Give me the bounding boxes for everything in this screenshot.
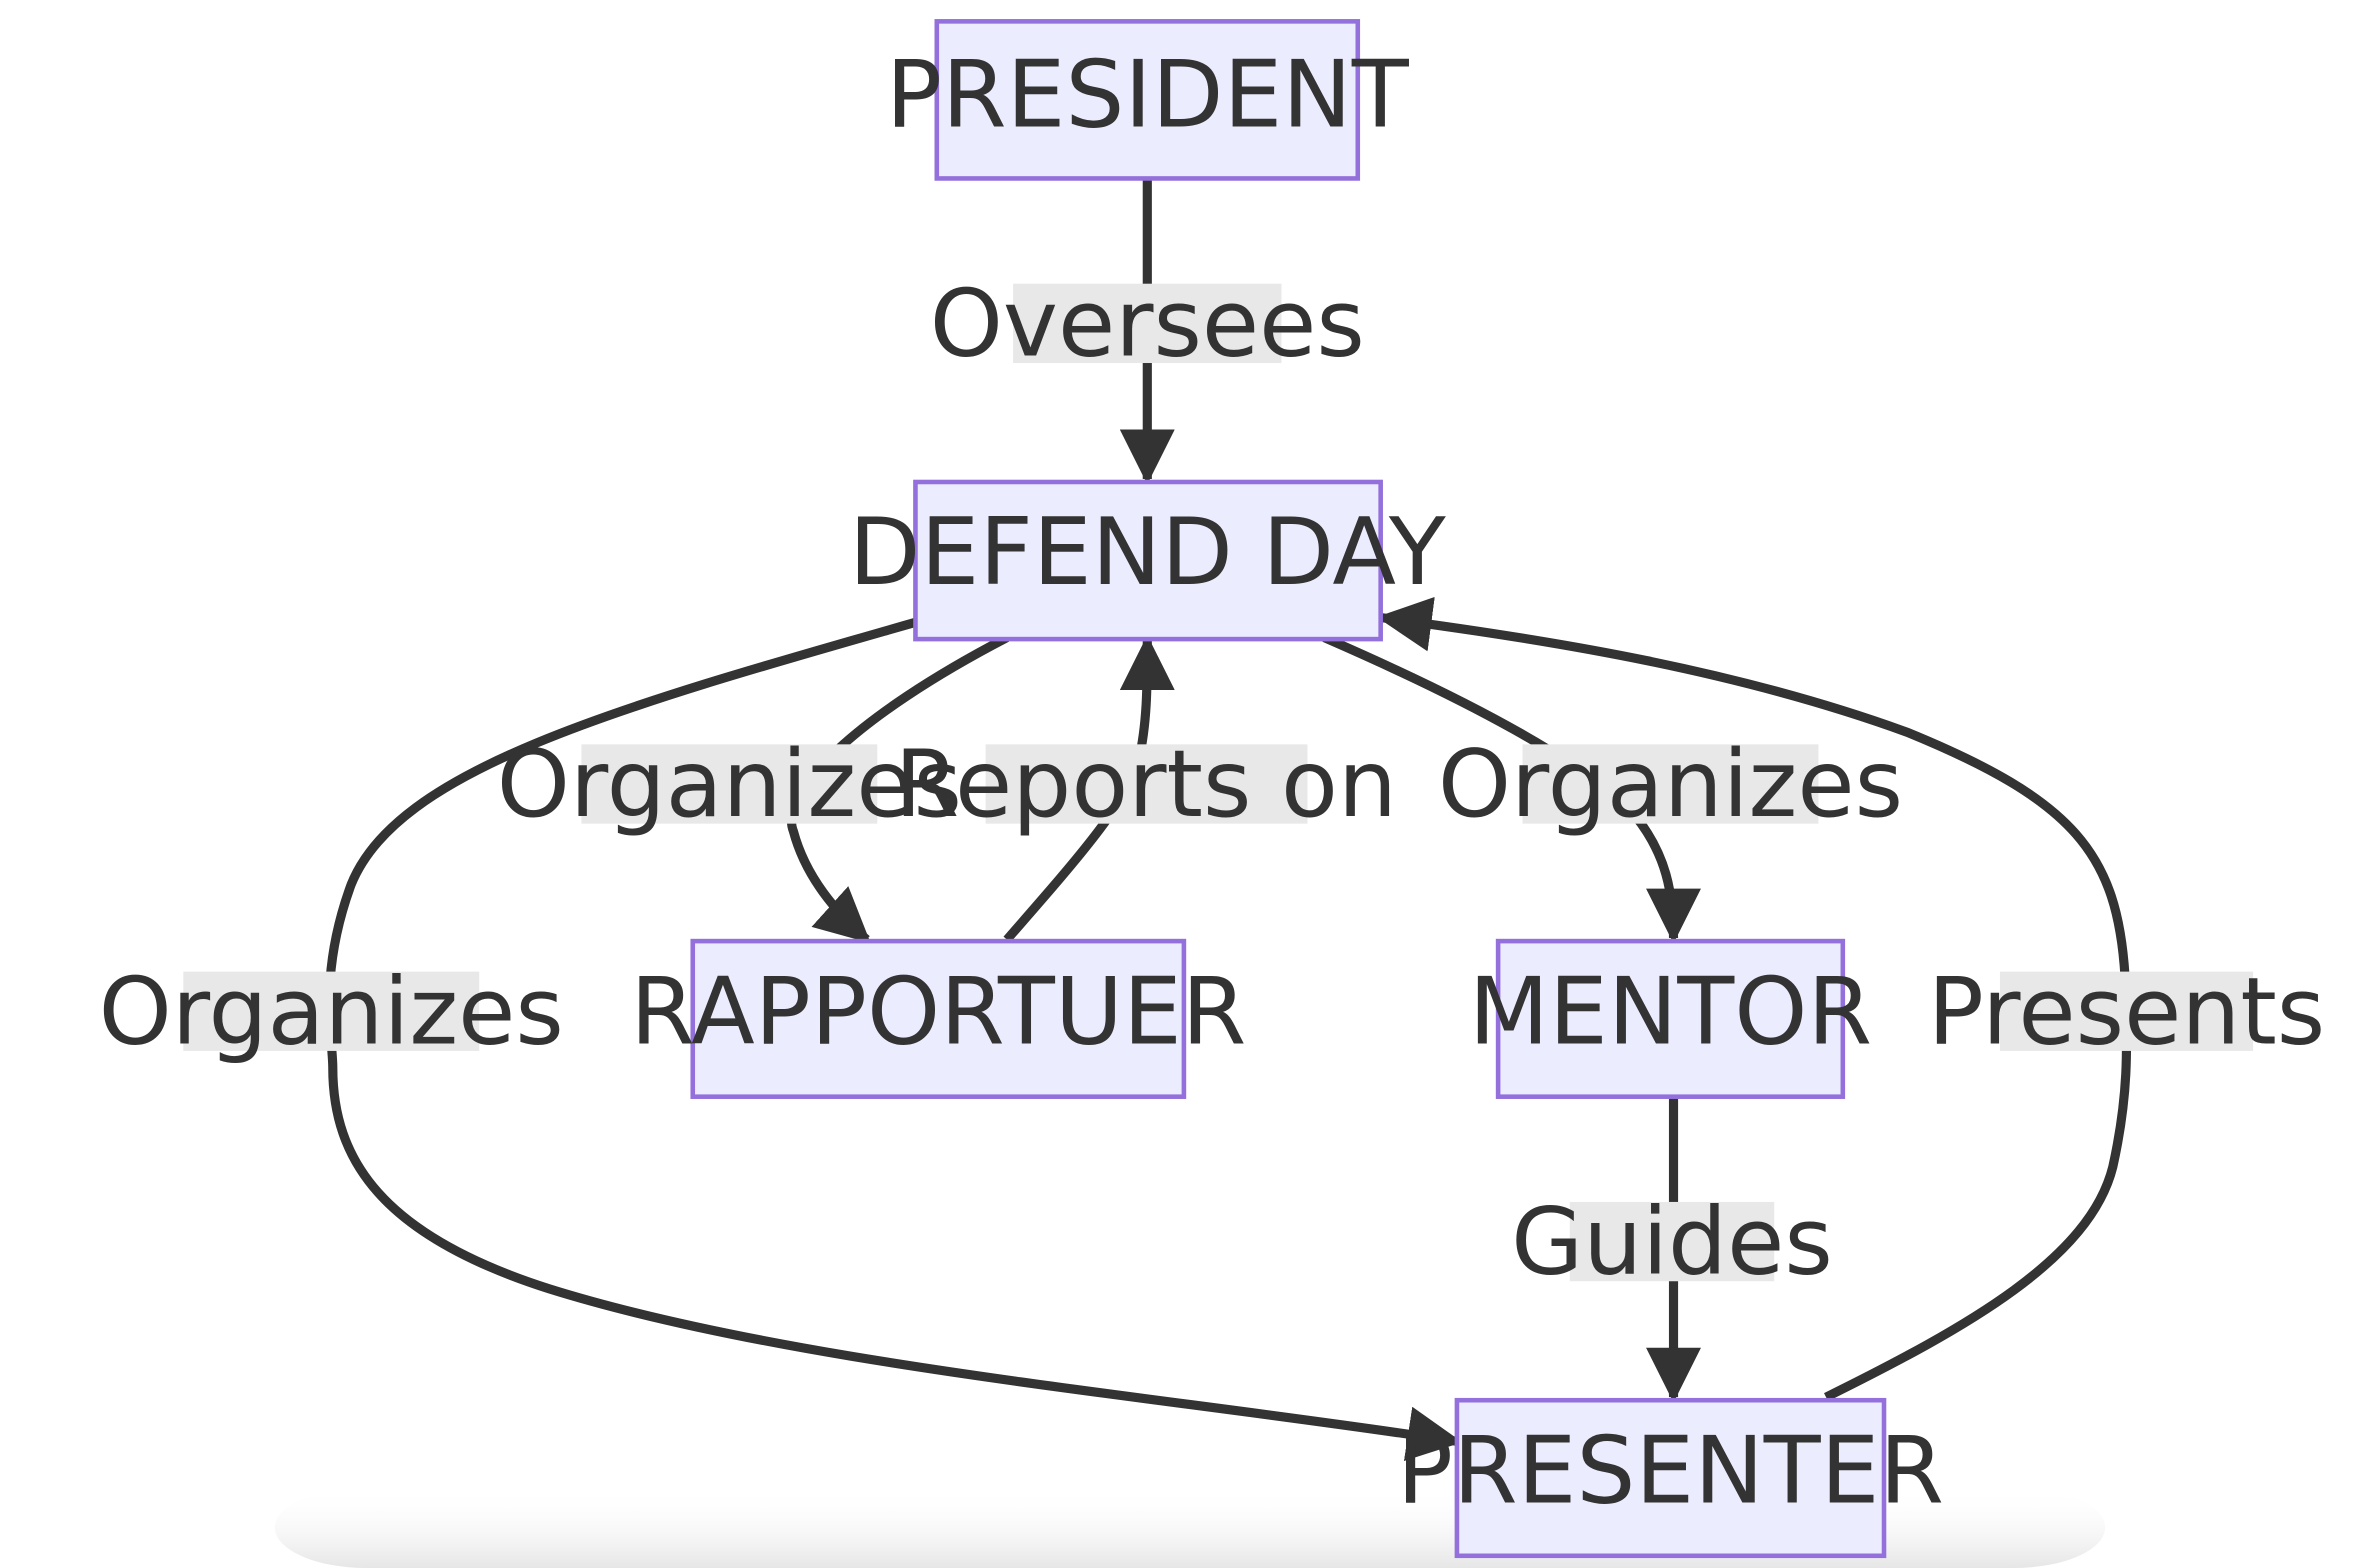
- svg-text:Oversees: Oversees: [930, 269, 1365, 377]
- svg-text:PRESENTER: PRESENTER: [1397, 1416, 1944, 1524]
- node-presenter[interactable]: PRESENTER: [1397, 1397, 1944, 1559]
- svg-text:RAPPORTUER: RAPPORTUER: [630, 957, 1246, 1065]
- node-mentor[interactable]: MENTOR: [1469, 938, 1872, 1099]
- node-defend-day[interactable]: DEFEND DAY: [849, 479, 1447, 642]
- svg-text:Organizes: Organizes: [1438, 730, 1903, 838]
- svg-text:DEFEND DAY: DEFEND DAY: [849, 498, 1447, 606]
- edge-presenter-defend-day: [1376, 596, 2132, 1402]
- edge-label-reports-on: Reports on: [895, 730, 1397, 838]
- svg-text:Reports on: Reports on: [895, 730, 1397, 838]
- edge-defend-day-presenter: [324, 617, 1463, 1462]
- svg-text:MENTOR: MENTOR: [1469, 957, 1872, 1065]
- edge-label-organizes-rapportuer: Organizes: [497, 730, 962, 838]
- node-president[interactable]: PRESIDENT: [886, 19, 1410, 181]
- edge-label-oversees: Oversees: [930, 269, 1365, 377]
- svg-text:Organizes: Organizes: [99, 957, 564, 1065]
- edge-label-organizes-mentor: Organizes: [1438, 730, 1903, 838]
- svg-text:Guides: Guides: [1511, 1188, 1833, 1296]
- edge-label-presents: Presents: [1928, 957, 2326, 1065]
- edge-label-guides: Guides: [1511, 1188, 1833, 1296]
- svg-text:PRESIDENT: PRESIDENT: [886, 41, 1410, 149]
- svg-text:Presents: Presents: [1928, 957, 2326, 1065]
- node-rapportuer[interactable]: RAPPORTUER: [630, 938, 1246, 1099]
- svg-text:Organizes: Organizes: [497, 730, 962, 838]
- edge-label-organizes-presenter: Organizes: [99, 957, 564, 1065]
